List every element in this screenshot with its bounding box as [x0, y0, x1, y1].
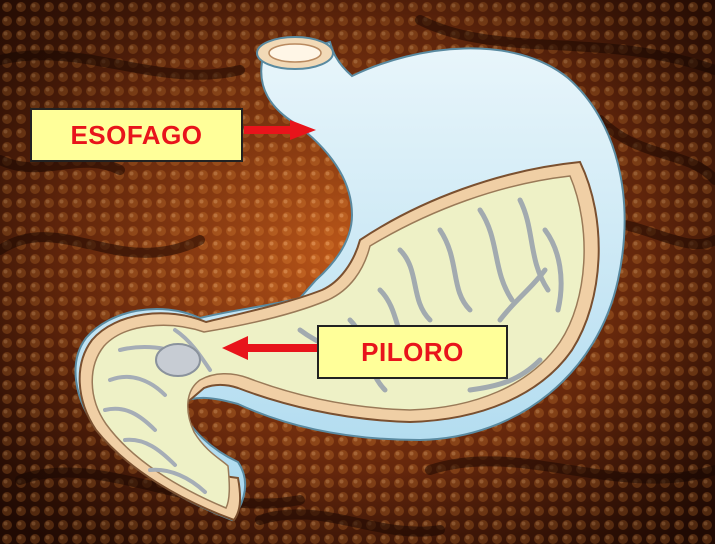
- label-esofago: ESOFAGO: [30, 108, 243, 162]
- label-piloro: PILORO: [317, 325, 508, 379]
- label-piloro-text: PILORO: [361, 337, 464, 368]
- pyloric-sphincter: [156, 344, 200, 376]
- label-esofago-text: ESOFAGO: [70, 120, 202, 151]
